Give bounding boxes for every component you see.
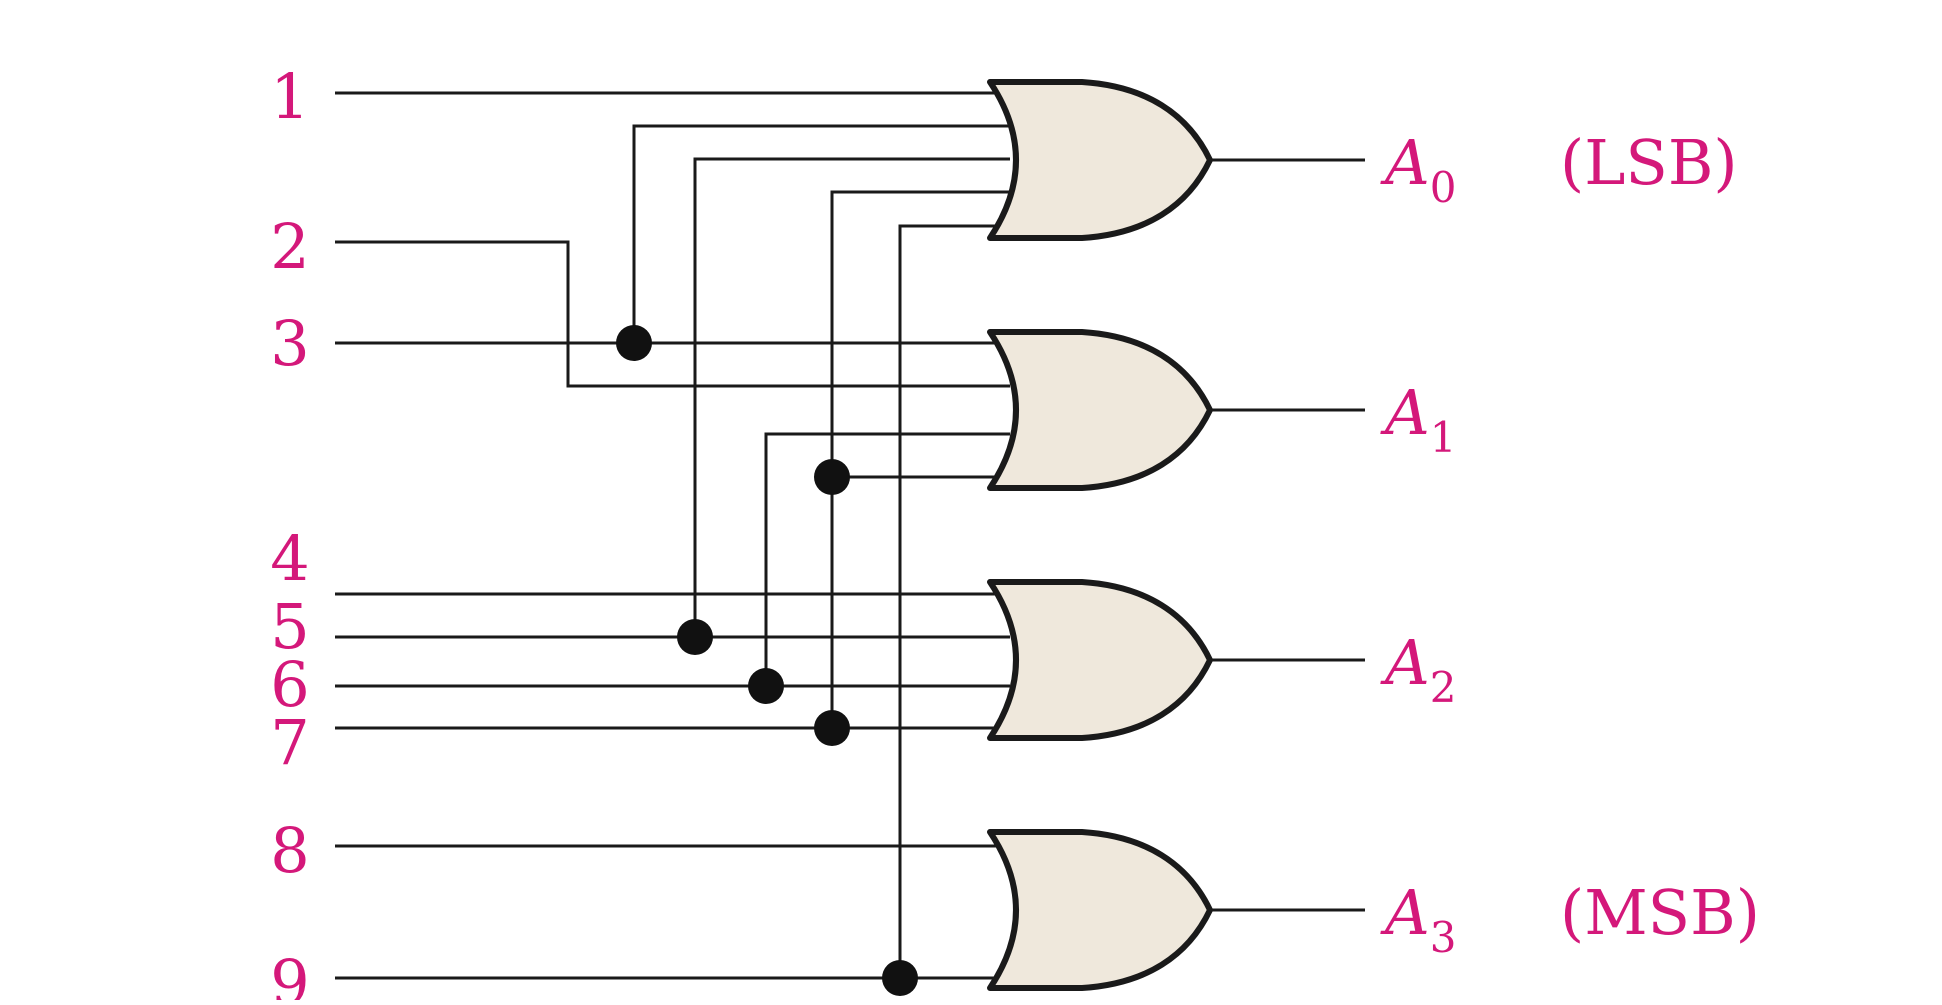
input-label-8: 8 — [270, 814, 309, 887]
output-subscript: 3 — [1430, 913, 1457, 962]
output-subscript: 0 — [1430, 163, 1457, 212]
junction-dot — [677, 619, 713, 655]
output-label-a3: A3 — [1380, 876, 1457, 962]
output-label-a1: A1 — [1380, 376, 1457, 462]
output-letter: A — [1380, 876, 1430, 949]
input-labels: 1 2 3 4 5 6 7 8 9 — [270, 60, 309, 1005]
tap-7-to-a0 — [830, 190, 1010, 728]
tap-9-to-a0 — [898, 224, 1010, 978]
output-letter: A — [1380, 126, 1430, 199]
or-gate-a2 — [987, 579, 1213, 741]
tap-5-to-a0 — [693, 157, 1010, 637]
or-gate-a0 — [987, 79, 1213, 241]
output-label-a0: A0 — [1380, 126, 1457, 212]
output-label-a2: A2 — [1380, 626, 1457, 712]
input-label-4: 4 — [270, 522, 309, 595]
or-gate-a1 — [987, 329, 1213, 491]
junction-dot — [814, 710, 850, 746]
output-labels: A0 A1 A2 A3 (LSB) (MSB) — [1380, 126, 1760, 962]
or-gates — [987, 79, 1213, 991]
input-wires — [335, 91, 1010, 980]
msb-tag: (MSB) — [1560, 876, 1760, 949]
input-label-2: 2 — [270, 210, 309, 283]
input-label-6: 6 — [270, 648, 309, 721]
tap-6-to-a1 — [764, 432, 1010, 686]
output-letter: A — [1380, 376, 1430, 449]
output-subscript: 2 — [1430, 663, 1457, 712]
junction-dot — [616, 325, 652, 361]
input-label-3: 3 — [270, 307, 309, 380]
wire-input-2 — [335, 240, 1010, 388]
input-label-7: 7 — [270, 706, 309, 779]
lsb-tag: (LSB) — [1560, 126, 1738, 199]
output-subscript: 1 — [1430, 413, 1457, 462]
output-letter: A — [1380, 626, 1430, 699]
tap-wires — [632, 124, 1010, 978]
junction-dot — [814, 459, 850, 495]
tap-3-to-a0 — [632, 124, 1010, 343]
input-label-5: 5 — [270, 590, 309, 663]
input-label-1: 1 — [270, 60, 309, 133]
junctions — [616, 325, 918, 996]
input-label-9: 9 — [270, 946, 309, 1000]
junction-dot — [748, 668, 784, 704]
output-wires — [1210, 158, 1365, 912]
or-gate-a3 — [987, 829, 1213, 991]
junction-dot — [882, 960, 918, 996]
